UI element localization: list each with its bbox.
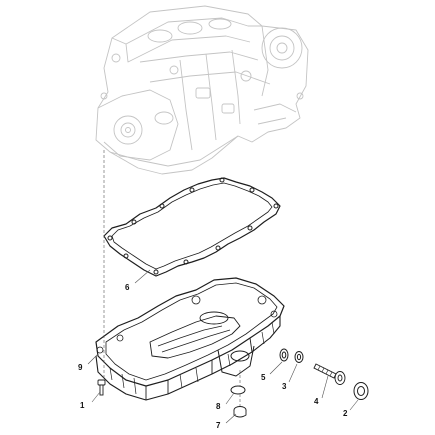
callout-3: 3 xyxy=(282,382,287,391)
seal xyxy=(279,348,289,362)
threaded-stud xyxy=(313,363,346,385)
callout-2: 2 xyxy=(343,409,348,418)
callout-labels: 1 2 3 4 5 6 7 8 9 xyxy=(78,283,348,430)
sealing-ring xyxy=(230,385,246,395)
leader-lines xyxy=(87,150,359,424)
callout-4: 4 xyxy=(314,397,319,406)
callout-7: 7 xyxy=(216,421,221,430)
oil-pan xyxy=(95,277,285,401)
engine-block-ghost xyxy=(95,5,309,175)
washer xyxy=(294,351,304,363)
pan-bolt xyxy=(97,379,106,396)
callout-1: 1 xyxy=(80,401,85,410)
oil-pan-gasket xyxy=(103,177,281,277)
callout-8: 8 xyxy=(216,402,221,411)
callout-5: 5 xyxy=(261,373,266,382)
oil-cap xyxy=(353,382,369,400)
callout-6: 6 xyxy=(125,283,130,292)
callout-9: 9 xyxy=(78,363,83,372)
drain-plug xyxy=(233,406,247,418)
